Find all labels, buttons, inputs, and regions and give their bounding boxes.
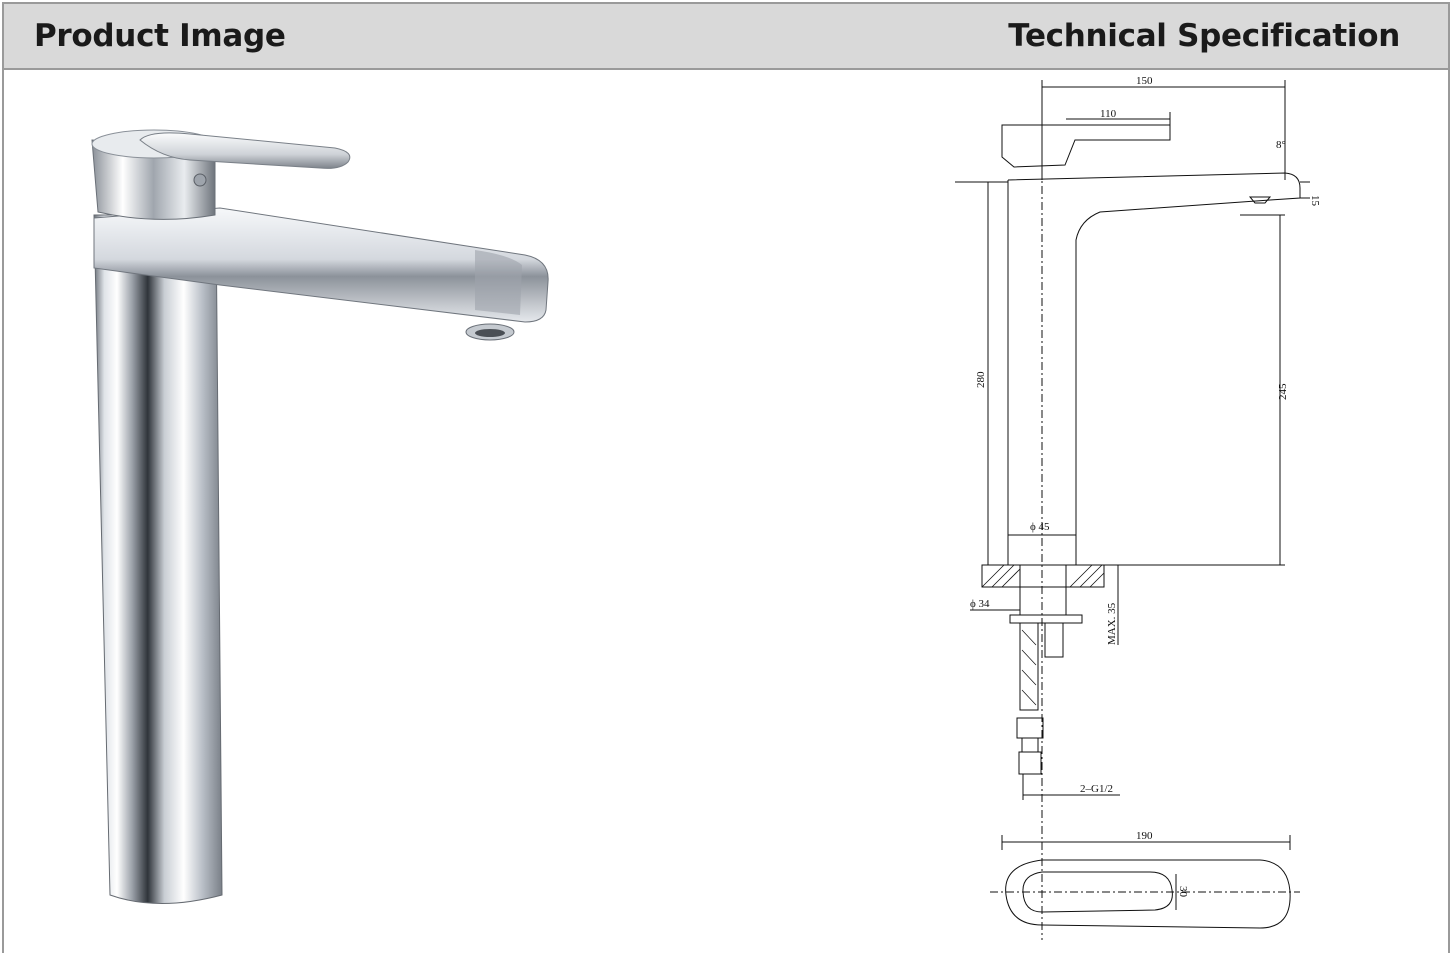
dim-150: 150 — [1136, 75, 1153, 87]
technical-drawing: 150 110 8° 15 280 245 ϕ 45 ϕ 34 MAX. 35 … — [955, 75, 1321, 940]
dim-phi-45: ϕ 45 — [1030, 521, 1050, 533]
header-bar: Product Image Technical Specification — [4, 4, 1448, 70]
dim-110: 110 — [1100, 108, 1117, 120]
dim-30: 30 — [1177, 886, 1189, 898]
dim-connector: 2–G1/2 — [1080, 783, 1113, 795]
technical-specification-title: Technical Specification — [1008, 18, 1400, 54]
dim-max-35: MAX. 35 — [1106, 602, 1118, 645]
dim-190: 190 — [1136, 830, 1153, 842]
dim-angle: 8° — [1276, 139, 1286, 151]
product-image-title: Product Image — [34, 18, 286, 54]
product-image — [91, 129, 549, 904]
dim-phi-34: ϕ 34 — [970, 598, 990, 610]
dim-280: 280 — [975, 371, 987, 388]
dim-245: 245 — [1277, 383, 1289, 400]
dim-15: 15 — [1309, 195, 1321, 207]
